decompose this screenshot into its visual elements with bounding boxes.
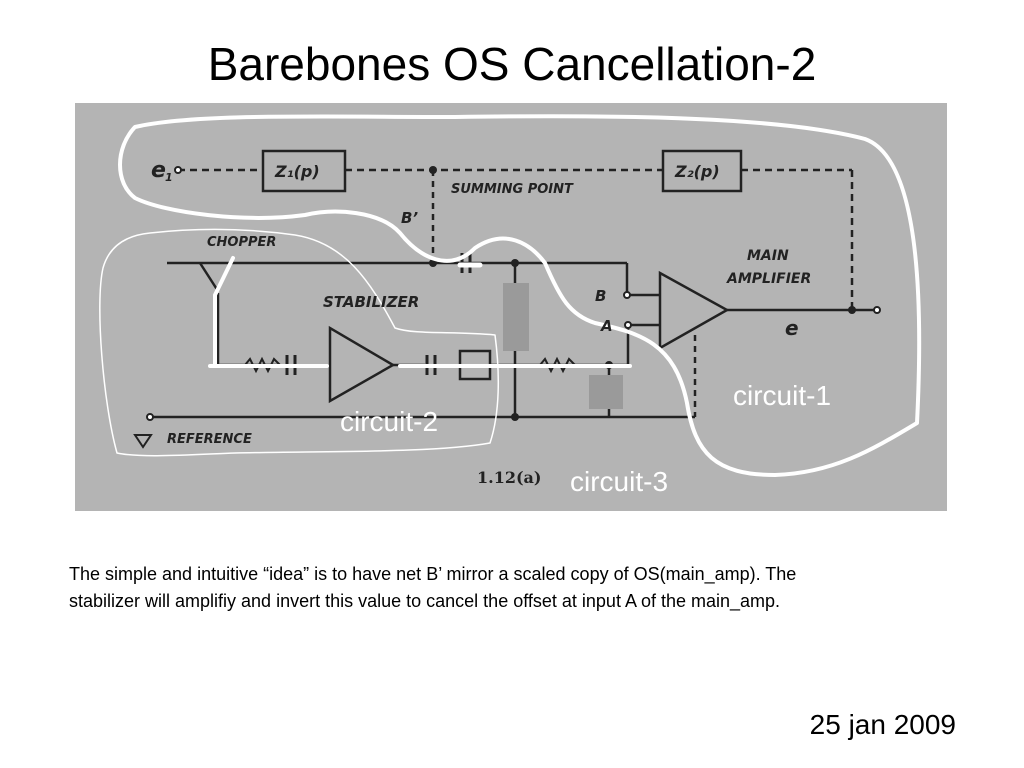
circuit-2-outline	[99, 228, 499, 457]
main-label: MAIN	[747, 248, 789, 264]
circuit-1-label: circuit-1	[733, 380, 831, 411]
circuit-2-label: circuit-2	[340, 406, 438, 437]
circuit-3-label: circuit-3	[570, 466, 668, 497]
chopper-mark	[213, 256, 235, 367]
slide-title: Barebones OS Cancellation-2	[207, 38, 817, 90]
z2-box	[661, 149, 743, 193]
z2-label: Z₂(p)	[674, 162, 720, 181]
figure-number-label: 1.12(a)	[477, 468, 541, 487]
output-node	[848, 306, 856, 314]
summing-point-label: SUMMING POINT	[451, 182, 574, 197]
shade-patch-2	[589, 375, 623, 409]
resistor-2	[539, 356, 576, 374]
main-amplifier-triangle	[658, 270, 730, 351]
reference-label: REFERENCE	[167, 432, 252, 447]
z1-label: Z₁(p)	[274, 162, 320, 181]
ground-icon	[133, 434, 153, 449]
resistor-1	[244, 356, 281, 374]
stabilizer-label: STABILIZER	[323, 293, 419, 311]
circuit-diagram: e 1 Z₁(p) Z₂(p) SUMMING POINT B’ CHOPPER…	[99, 114, 922, 497]
node-c	[511, 413, 519, 421]
z1-box	[261, 149, 347, 193]
circuit-figure: e 1 Z₁(p) Z₂(p) SUMMING POINT B’ CHOPPER…	[75, 103, 947, 511]
b-prime-label: B’	[401, 209, 418, 227]
e-output-label: e	[785, 316, 799, 340]
node-a	[511, 259, 519, 267]
chopper-contact	[198, 262, 220, 292]
b-label: B	[595, 287, 606, 305]
stabilizer-amplifier-triangle	[328, 325, 396, 404]
b-terminal	[623, 291, 631, 299]
e1-label: e	[151, 158, 166, 183]
e1-subscript: 1	[165, 171, 173, 184]
reference-terminal	[146, 413, 154, 421]
output-terminal	[873, 306, 881, 314]
slide-caption: The simple and intuitive “idea” is to ha…	[69, 564, 797, 611]
circuit-1-outline	[118, 114, 922, 477]
slide-date: 25 jan 2009	[809, 709, 956, 740]
shade-patch-1	[503, 283, 529, 351]
amplifier-label: AMPLIFIER	[726, 271, 811, 287]
summing-node	[429, 166, 437, 174]
a-label: A	[600, 317, 613, 335]
a-terminal	[624, 321, 632, 329]
input-terminal	[174, 166, 182, 174]
chopper-label: CHOPPER	[207, 235, 276, 250]
